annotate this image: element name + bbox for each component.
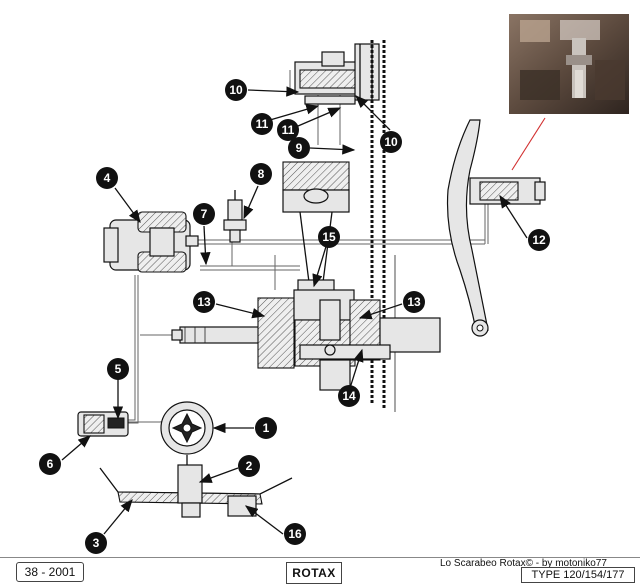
- svg-text:6: 6: [47, 457, 54, 471]
- svg-text:15: 15: [322, 230, 336, 244]
- inset-photo: [509, 14, 629, 114]
- svg-text:10: 10: [229, 83, 243, 97]
- svg-text:5: 5: [115, 362, 122, 376]
- svg-text:11: 11: [282, 123, 295, 137]
- callout-4: 4: [96, 167, 118, 189]
- callout-14: 14: [338, 385, 360, 407]
- callout-6: 6: [39, 453, 61, 475]
- callout-9: 9: [288, 137, 310, 159]
- callout-3: 3: [85, 532, 107, 554]
- svg-text:9: 9: [296, 141, 303, 155]
- callout-16: 16: [284, 523, 306, 545]
- svg-text:8: 8: [258, 167, 265, 181]
- svg-text:7: 7: [201, 207, 208, 221]
- kickstart-lever: [446, 119, 546, 337]
- svg-text:16: 16: [288, 527, 302, 541]
- callout-7: 7: [193, 203, 215, 225]
- oil-pressure-switch: [223, 190, 247, 243]
- svg-text:4: 4: [104, 171, 111, 185]
- callout-12: 12: [528, 229, 550, 251]
- callout-1: 1: [255, 417, 277, 439]
- callout-2: 2: [238, 455, 260, 477]
- svg-text:13: 13: [197, 295, 211, 309]
- svg-text:11: 11: [256, 117, 269, 131]
- type-label: TYPE 120/154/177: [521, 567, 635, 583]
- leader-arrows: [61, 86, 528, 535]
- callout-5: 5: [107, 358, 129, 380]
- piston-conrod: [282, 161, 350, 299]
- callout-13-right: 13: [403, 291, 425, 313]
- inset-leader-line: [511, 117, 546, 171]
- footer-divider: [0, 557, 640, 558]
- svg-text:2: 2: [246, 459, 253, 473]
- svg-text:12: 12: [532, 233, 546, 247]
- callout-11-right: 11: [277, 119, 299, 141]
- oil-pump: [160, 401, 214, 455]
- page-reference: 38 - 2001: [16, 562, 84, 582]
- brand-logo: ROTAX: [286, 562, 342, 584]
- svg-text:14: 14: [342, 389, 356, 403]
- svg-text:13: 13: [407, 295, 421, 309]
- credit-text: Lo Scarabeo Rotax© - by motoniko77: [440, 558, 607, 569]
- svg-text:3: 3: [93, 536, 100, 550]
- callout-13-left: 13: [193, 291, 215, 313]
- callout-10-right: 10: [380, 131, 402, 153]
- callout-10-left: 10: [225, 79, 247, 101]
- oil-filter-cover: [103, 211, 199, 273]
- callout-15: 15: [318, 226, 340, 248]
- camshaft-assembly: [294, 43, 380, 105]
- bypass-valve: [77, 411, 129, 437]
- svg-text:1: 1: [263, 421, 270, 435]
- callout-11-left: 11: [251, 113, 273, 135]
- svg-text:10: 10: [384, 135, 398, 149]
- callout-8: 8: [250, 163, 272, 185]
- oil-strainer-sump: [99, 455, 293, 518]
